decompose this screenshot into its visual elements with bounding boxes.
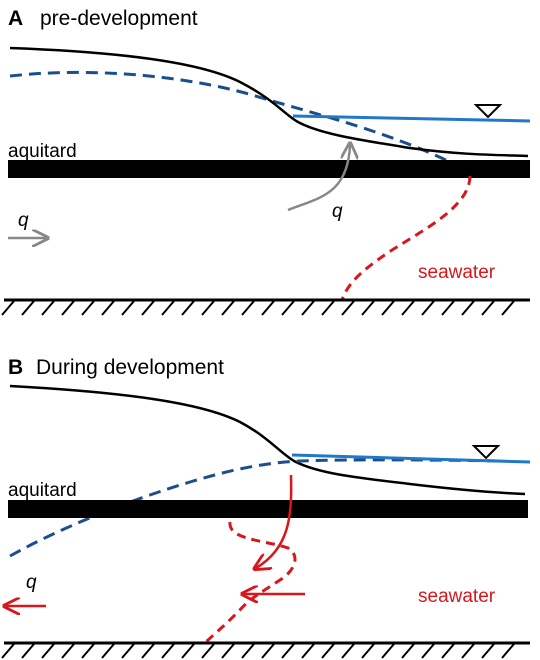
hatch-mark <box>441 300 455 316</box>
panel-a-title: pre-development <box>40 7 198 30</box>
hatch-mark <box>161 300 175 316</box>
hatch-mark <box>101 643 115 659</box>
hatch-mark <box>21 300 35 316</box>
bedrock-base <box>1 298 530 316</box>
hatch-mark <box>481 643 495 659</box>
hatch-mark <box>61 300 75 316</box>
aquitard-label: aquitard <box>8 480 77 501</box>
hatch-mark <box>341 300 355 316</box>
hatch-mark <box>241 643 255 659</box>
hatch-mark <box>281 643 295 659</box>
hatch-mark <box>101 300 115 316</box>
hatch-mark <box>41 643 55 659</box>
groundwater-head-dashed <box>9 70 471 174</box>
saltwater-interface <box>340 175 472 301</box>
downward-flow-arrow <box>256 474 293 568</box>
hatch-mark <box>221 300 235 316</box>
hatch-mark <box>401 300 415 316</box>
hatch-mark <box>201 643 215 659</box>
hatch-mark <box>361 643 375 659</box>
upward-flow-arrow <box>287 145 350 212</box>
aquitard-layer <box>8 160 530 178</box>
hatch-mark <box>461 643 475 659</box>
sea-level-marker-icon <box>473 104 503 119</box>
seawater-label: seawater <box>418 262 496 283</box>
hatch-mark <box>121 300 135 316</box>
sea-level-marker-icon <box>471 445 501 460</box>
panel-a-letter: A <box>8 7 23 30</box>
aquitard-layer <box>8 500 528 518</box>
hatch-mark <box>361 300 375 316</box>
sea-level-line <box>291 453 531 464</box>
hatch-mark <box>261 643 275 659</box>
seawater-label: seawater <box>418 586 496 607</box>
sea-level-line <box>292 114 531 123</box>
hatch-mark <box>61 643 75 659</box>
hatch-mark <box>321 300 335 316</box>
panel-b-title: During development <box>36 356 224 379</box>
hatch-mark <box>141 300 155 316</box>
saltwater-interface <box>203 521 297 645</box>
hatch-mark <box>41 300 55 316</box>
hatch-mark <box>241 300 255 316</box>
flow-label-left: q <box>18 210 29 231</box>
hatch-mark <box>181 300 195 316</box>
hatch-mark <box>301 300 315 316</box>
aquitard-label: aquitard <box>8 141 77 162</box>
hatch-mark <box>21 643 35 659</box>
hatch-mark <box>421 300 435 316</box>
panel-b-letter: B <box>8 356 23 379</box>
hatch-mark <box>441 643 455 659</box>
upward-flow-label: q <box>332 201 343 222</box>
land-surface-line <box>9 384 526 496</box>
hatch-mark <box>421 643 435 659</box>
hatch-mark <box>221 643 235 659</box>
hatch-mark <box>501 300 515 316</box>
hatch-mark <box>1 300 15 316</box>
hatch-mark <box>381 300 395 316</box>
hatch-mark <box>461 300 475 316</box>
panel-b: B During development aquitard q seawater <box>1 356 531 659</box>
hatch-mark <box>181 643 195 659</box>
hatch-mark <box>81 643 95 659</box>
bedrock-hatching <box>1 300 515 316</box>
hatch-mark <box>481 300 495 316</box>
hatch-mark <box>81 300 95 316</box>
panel-a: A pre-development aquitard q q seawater <box>1 7 531 316</box>
hatch-mark <box>401 643 415 659</box>
hatch-mark <box>341 643 355 659</box>
flow-label-left: q <box>26 572 37 593</box>
hatch-mark <box>261 300 275 316</box>
hatch-mark <box>161 643 175 659</box>
hatch-mark <box>321 643 335 659</box>
hatch-mark <box>141 643 155 659</box>
hatch-mark <box>301 643 315 659</box>
bedrock-hatching <box>1 643 515 659</box>
hatch-mark <box>281 300 295 316</box>
hatch-mark <box>381 643 395 659</box>
bedrock-base <box>1 641 530 659</box>
hatch-mark <box>1 643 15 659</box>
hatch-mark <box>201 300 215 316</box>
hatch-mark <box>501 643 515 659</box>
hatch-mark <box>121 643 135 659</box>
land-surface-line <box>9 46 529 158</box>
